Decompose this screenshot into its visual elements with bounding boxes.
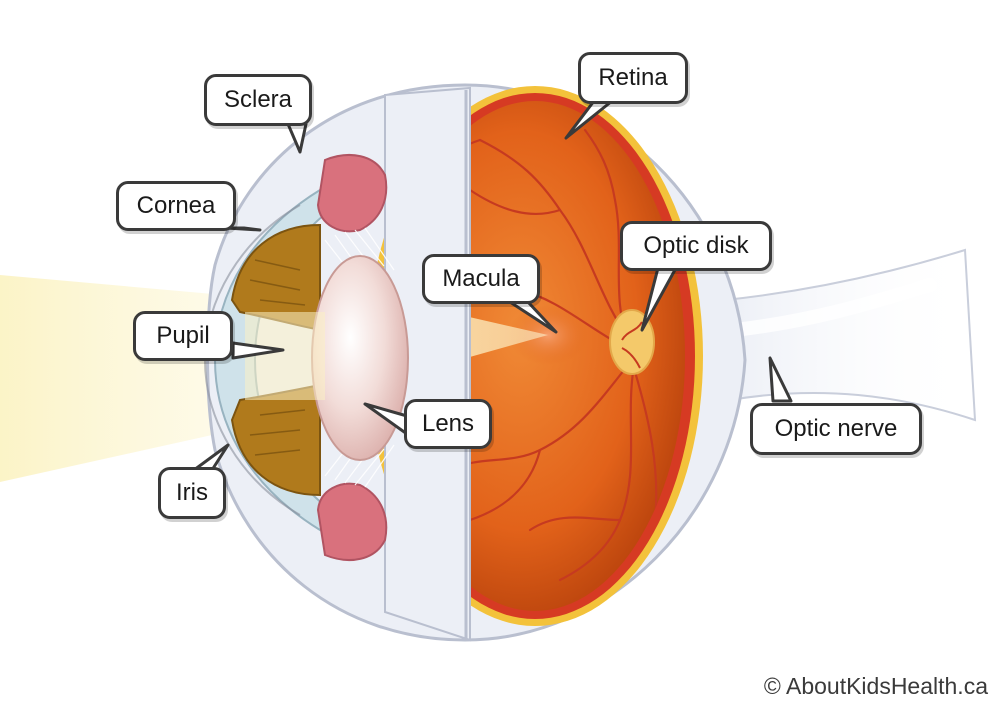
- lens-shape: [311, 255, 409, 461]
- copyright-credit: © AboutKidsHealth.ca: [763, 673, 988, 699]
- label-lens: Lens: [404, 399, 492, 449]
- optic-nerve-shape: [723, 248, 977, 422]
- label-iris: Iris: [158, 467, 226, 519]
- ciliary-body-lower: [316, 482, 388, 561]
- label-sclera: Sclera: [204, 74, 312, 126]
- label-optic-nerve: Optic nerve: [750, 403, 922, 455]
- zonule-fibres: [324, 227, 395, 488]
- label-optic-disk: Optic disk: [620, 221, 772, 271]
- pupil-shape: [245, 312, 325, 400]
- label-cornea: Cornea: [116, 181, 236, 231]
- label-macula: Macula: [422, 254, 540, 304]
- label-retina: Retina: [578, 52, 688, 104]
- label-pupil: Pupil: [133, 311, 233, 361]
- ciliary-body-upper: [316, 154, 388, 233]
